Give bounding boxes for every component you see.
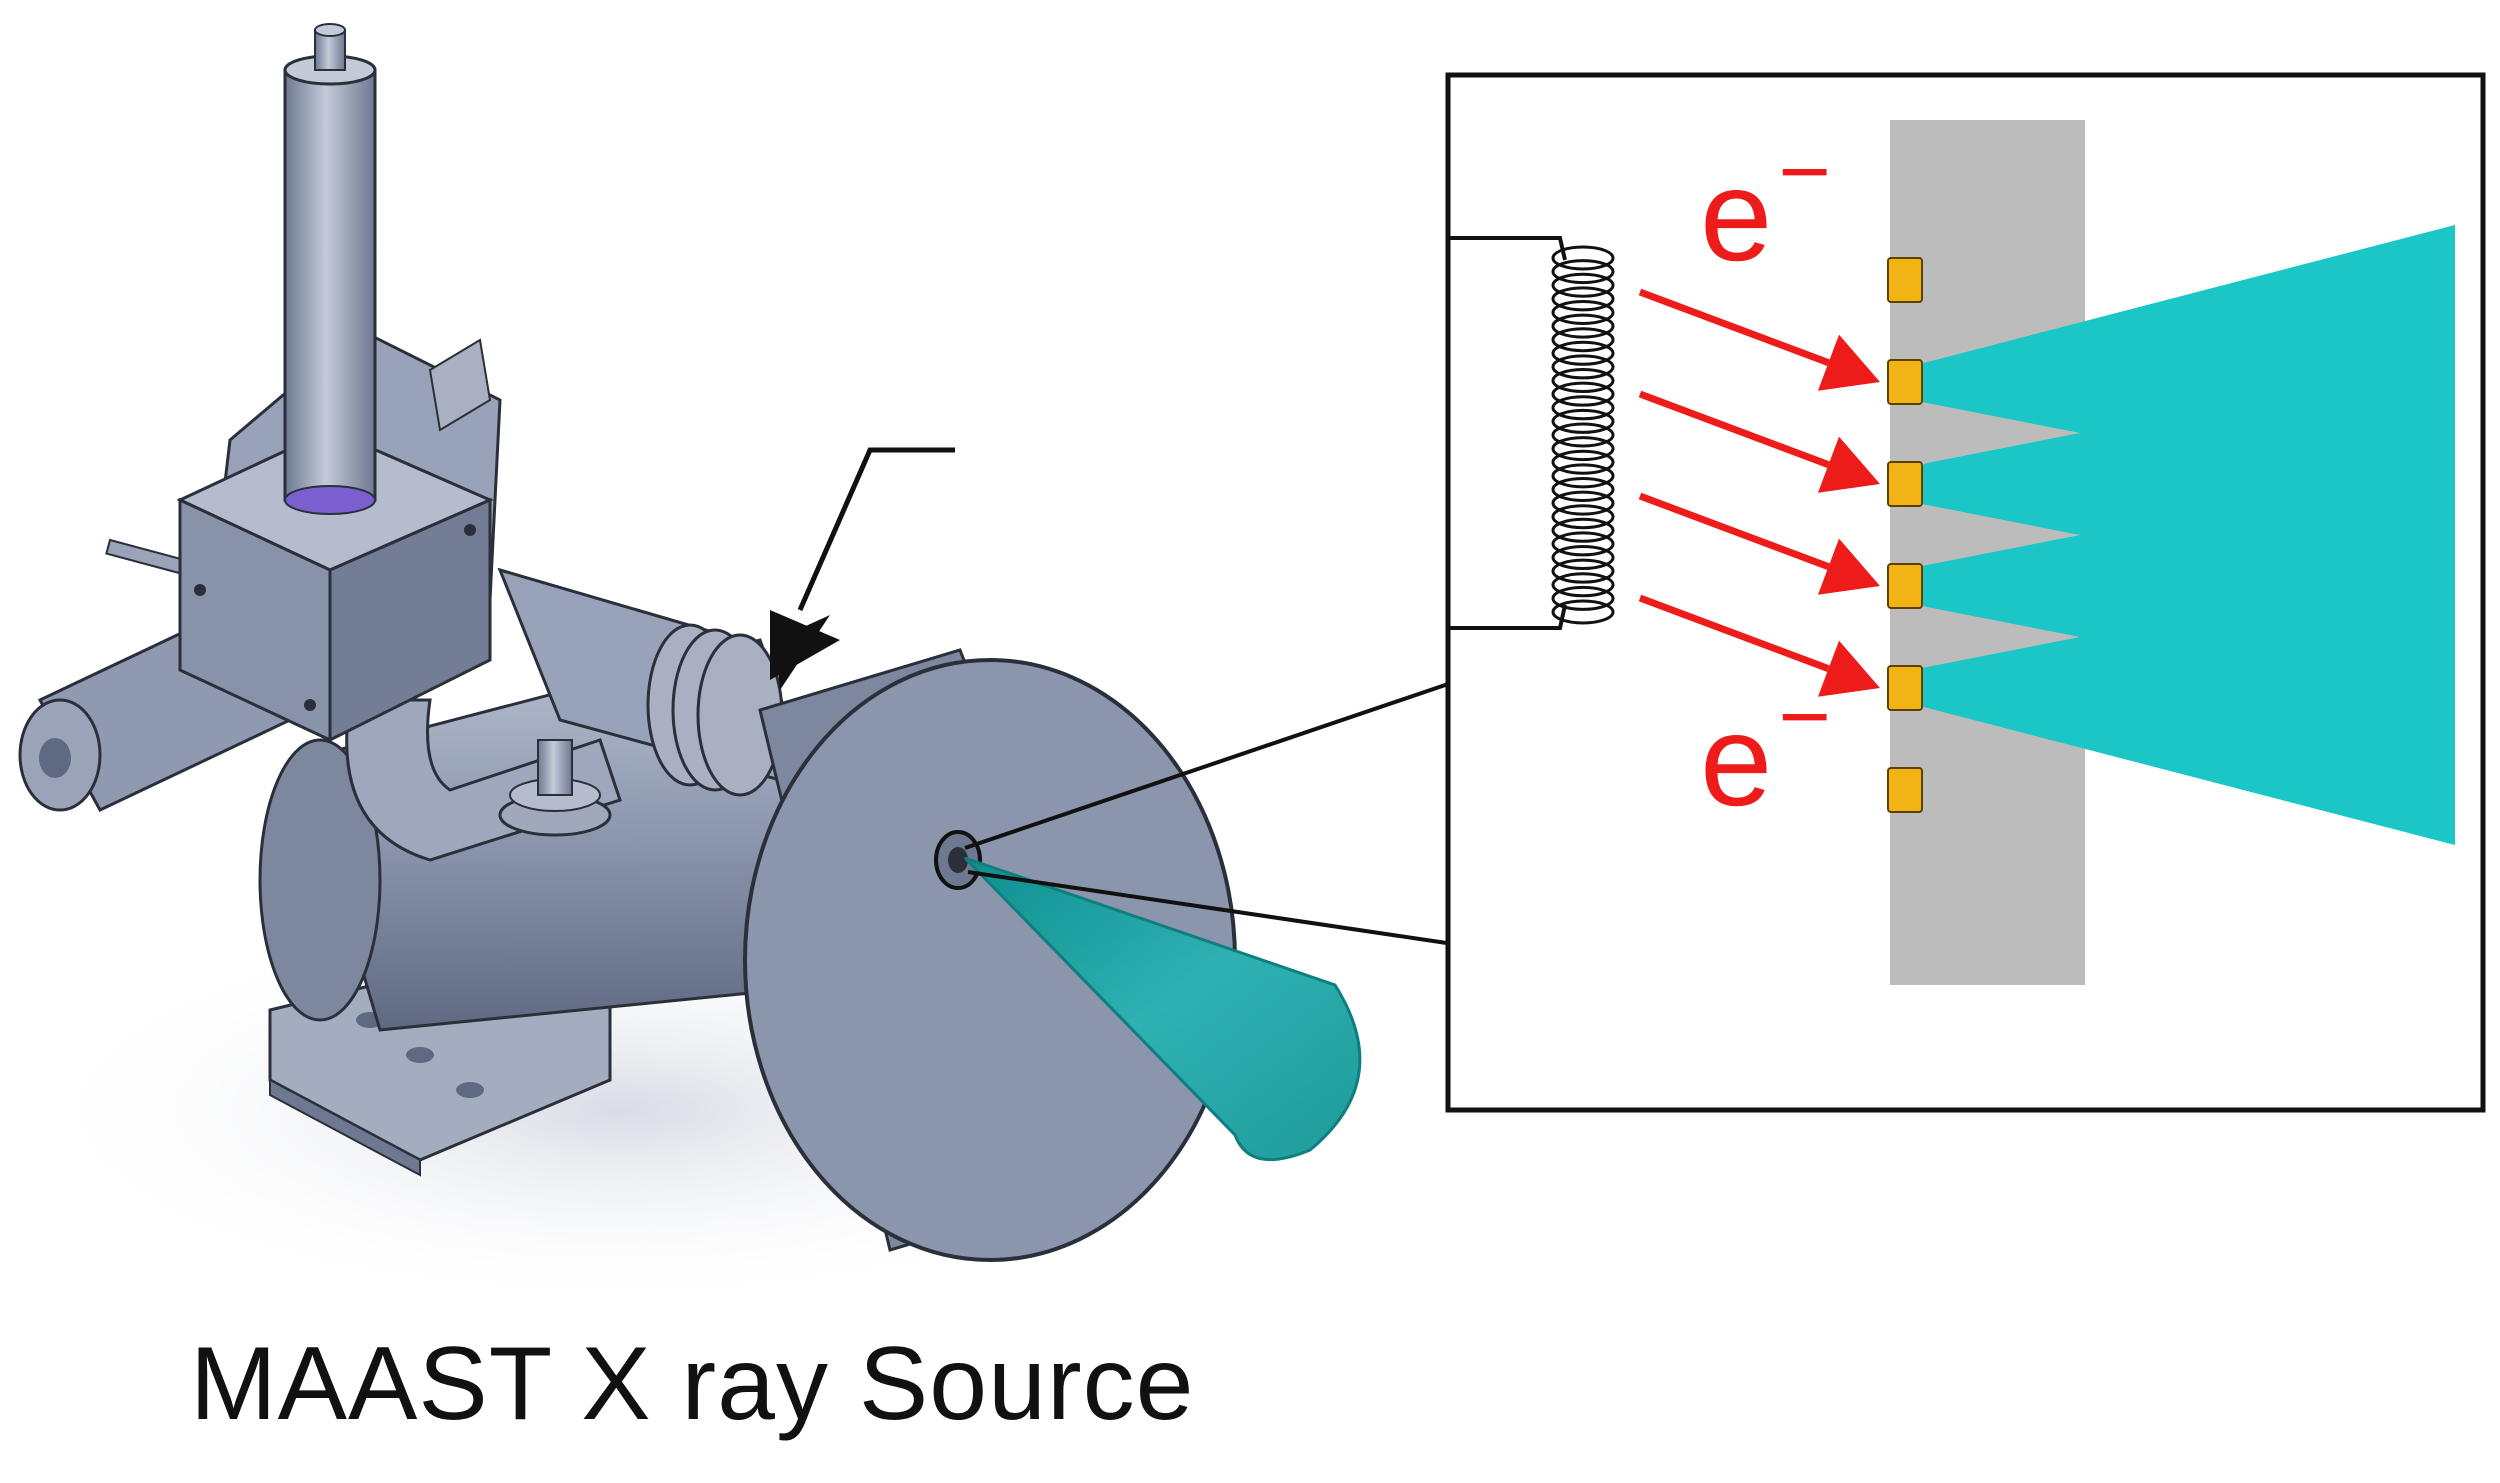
coil-loop [1551,476,1615,502]
coil-loop [1551,545,1615,571]
coil-loop [1551,327,1615,353]
coil-loop [1551,531,1615,557]
coil-loop [1551,558,1615,584]
coil-loop [1551,299,1615,325]
electron-arrow-head [1817,640,1880,697]
coil-loop [1551,449,1615,475]
filament-coil [1551,245,1615,625]
anode-emitter [1887,665,1923,711]
electron-label-bottom: e− [1700,672,1831,825]
anode-emitters [1887,257,1923,813]
anode-emitter [1887,767,1923,813]
zoom-leader-lines [964,678,1461,947]
electron-arrow-shaft [1638,492,1830,570]
anode-emitter [1887,563,1923,609]
coil-loop [1551,585,1615,611]
coil-loop [1551,286,1615,312]
beam-gap [1922,504,2080,566]
coil-loop [1551,504,1615,530]
electron-label-top: e− [1700,127,1831,280]
coil-loop [1551,354,1615,380]
electron-symbol: e [1700,687,1773,833]
coil-loop [1551,599,1615,625]
pointer-arrow [770,447,955,690]
coil-loop [1551,340,1615,366]
electron-arrows [1638,288,1880,697]
coil-loop [1551,463,1615,489]
coil-loop [1551,490,1615,516]
coil-loop [1551,395,1615,421]
electron-arrow-head [1817,538,1880,595]
electron-charge: − [1778,667,1831,767]
electron-arrow-head [1817,436,1880,493]
xray-source-model [18,23,1362,1310]
xray-beams [1920,225,2455,845]
beam-gap [1922,606,2080,668]
coil-loop [1551,381,1615,407]
electron-arrow-shaft [1638,594,1830,672]
coil-loop [1551,422,1615,448]
filament [1448,236,1615,630]
coil-loop [1551,572,1615,598]
coil-loop [1551,272,1615,298]
beam-gap [1922,402,2080,464]
electron-arrow-head [1817,334,1880,391]
vertical-post [283,23,377,515]
anode-emitter [1887,359,1923,405]
chamber-cylinder [743,648,1237,1262]
xray-cone-model [963,856,1362,1162]
bellows-neck [497,567,784,797]
anode-emitter [1887,461,1923,507]
figure-caption: MAAST X ray Source [190,1326,1195,1442]
inset-panel [1445,72,2486,1113]
coil-loop [1551,436,1615,462]
anode-emitter [1887,257,1923,303]
coil-loop [1551,313,1615,339]
electron-symbol: e [1700,142,1773,288]
coil-loop [1551,259,1615,285]
upper-block [176,328,502,743]
coil-loop [1551,408,1615,434]
coil-loop [1551,368,1615,394]
xray-beam [1920,225,2455,845]
electron-charge: − [1778,122,1831,222]
electron-arrow-shaft [1638,390,1830,468]
coil-loop [1551,245,1615,271]
electron-arrow-shaft [1638,288,1830,366]
valve [498,739,612,837]
coil-loop [1551,517,1615,543]
